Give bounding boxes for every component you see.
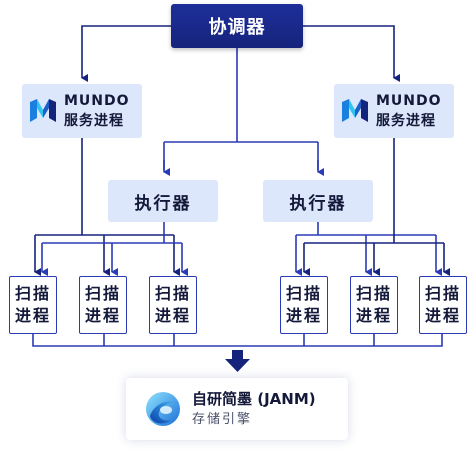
mundo-brand: MUNDO [64, 93, 130, 109]
scan-line1: 扫描 [424, 284, 461, 303]
coord-to-executors [163, 48, 319, 170]
coord-to-mundo-left [81, 25, 171, 82]
executor-left-to-scans [42, 222, 182, 244]
mundo-m-logo-icon [30, 99, 56, 122]
scan-line1: 扫描 [355, 284, 392, 303]
scan-process-1: 扫描 进程 [9, 276, 57, 334]
mundo-label: 服务进程 [376, 113, 436, 129]
down-arrow-to-storage [225, 350, 250, 372]
coord-to-mundo-right [303, 25, 400, 82]
coordinator-box: 协调器 [171, 4, 303, 48]
mundo-service-left: MUNDO 服务进程 [22, 84, 142, 138]
scan-line2: 进程 [14, 306, 51, 325]
executor-left: 执行器 [108, 180, 218, 222]
scan-line2: 进程 [285, 306, 322, 325]
scan-line2: 进程 [84, 306, 121, 325]
executor-label: 执行器 [289, 193, 347, 214]
executor-right-to-scans [296, 222, 436, 236]
scans-to-collector [32, 334, 443, 347]
scan-process-6: 扫描 进程 [419, 276, 467, 334]
executor-label: 执行器 [134, 193, 192, 214]
scan-line1: 扫描 [154, 284, 191, 303]
scan-process-3: 扫描 进程 [149, 276, 197, 334]
janm-swirl-logo-icon [146, 392, 180, 426]
scan-process-2: 扫描 进程 [79, 276, 127, 334]
storage-subtitle: 存储引擎 [192, 412, 253, 427]
scan-line1: 扫描 [14, 284, 51, 303]
scan-line1: 扫描 [84, 284, 121, 303]
mundo-service-right: MUNDO 服务进程 [334, 84, 454, 138]
scan-line2: 进程 [355, 306, 392, 325]
scan-line2: 进程 [154, 306, 191, 325]
scan-line1: 扫描 [285, 284, 322, 303]
mundo-m-logo-icon [342, 99, 368, 122]
scan-process-5: 扫描 进程 [350, 276, 398, 334]
coordinator-label: 协调器 [208, 17, 266, 38]
executor-right: 执行器 [263, 180, 373, 222]
mundo-brand: MUNDO [376, 93, 442, 109]
storage-engine-card: 自研简墨 (JANM) 存储引擎 [126, 378, 348, 440]
mundo-label: 服务进程 [64, 113, 124, 129]
storage-name: 自研简墨 (JANM) [192, 390, 316, 408]
scan-line2: 进程 [424, 306, 461, 325]
scan-process-4: 扫描 进程 [280, 276, 328, 334]
